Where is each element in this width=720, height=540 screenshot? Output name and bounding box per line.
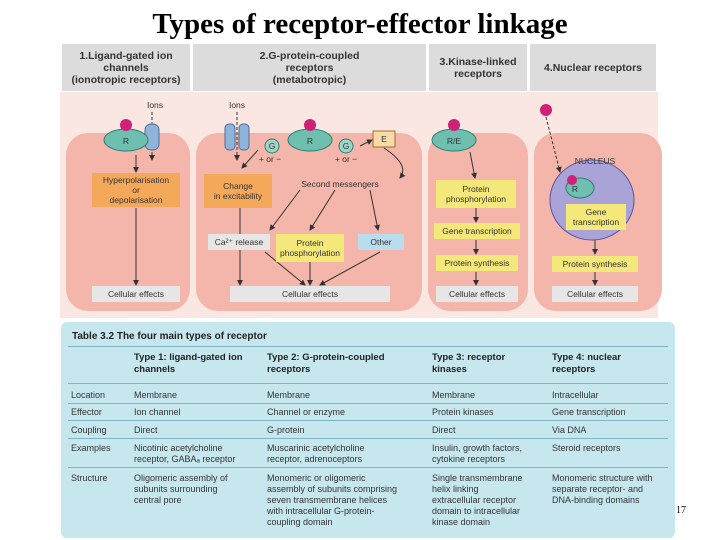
g-protein-label: G	[268, 141, 276, 151]
g-protein-icon	[264, 138, 280, 154]
table-cell: Membrane	[134, 390, 178, 400]
column-header-ligand-gated: 1.Ligand-gated ion channels (ionotropic …	[62, 44, 190, 91]
table-header-type1: Type 1: ligand-gated ion channels	[134, 352, 243, 375]
ca-release-box: Ca²⁺ release	[208, 234, 270, 250]
table-divider	[68, 420, 668, 421]
slide-title: Types of receptor-effector linkage	[152, 8, 568, 40]
table-cell: Nicotinic acetylcholine receptor, GABAₐ …	[134, 443, 236, 464]
receptor-label: R	[306, 136, 314, 146]
row-label-structure: Structure	[71, 473, 108, 483]
table-cell: Ion channel	[134, 407, 181, 417]
protein-phosphorylation-box: Protein phosphorylation	[276, 234, 344, 262]
table-cell: Channel or enzyme	[267, 407, 346, 417]
table-cell: Steroid receptors	[552, 443, 621, 453]
protein-synthesis-box: Protein synthesis	[436, 255, 518, 271]
ion-channel-icon	[238, 123, 250, 151]
table-cell: Insulin, growth factors, cytokine recept…	[432, 443, 523, 464]
ligand-icon	[540, 104, 552, 116]
effector-label: E	[381, 134, 387, 144]
cellular-effects-box: Cellular effects	[552, 286, 638, 302]
table-cell: Membrane	[432, 390, 476, 400]
g-protein-label: G	[342, 141, 350, 151]
ions-label: Ions	[228, 100, 246, 110]
ligand-icon	[567, 175, 577, 185]
receptor-label: R	[122, 136, 130, 146]
table-cell: Gene transcription	[552, 407, 626, 417]
table-header-type4: Type 4: nuclear receptors	[552, 352, 621, 375]
effector-icon	[372, 130, 396, 148]
row-label-effector: Effector	[71, 407, 102, 417]
protein-phosphorylation-box: Protein phosphorylation	[436, 180, 516, 208]
table-cell: Oligomeric assembly of subunits surround…	[134, 473, 228, 505]
g-protein-icon	[338, 138, 354, 154]
nucleus-label: NUCLEUS	[574, 156, 616, 166]
column-header-kinase-linked: 3.Kinase-linked receptors	[429, 44, 527, 91]
ions-label: Ions	[146, 100, 164, 110]
gene-transcription-box: Gene transcription	[434, 223, 520, 239]
page-number: 17	[676, 505, 686, 516]
table-cell: Direct	[432, 425, 456, 435]
table-divider	[68, 438, 668, 439]
table-divider	[68, 403, 668, 404]
table-cell: Single transmembrane helix linking extra…	[432, 473, 523, 527]
receptor-table	[61, 322, 675, 538]
cellular-effects-box: Cellular effects	[92, 286, 180, 302]
row-label-examples: Examples	[71, 443, 111, 453]
table-divider	[68, 467, 668, 468]
cell-ligand-gated	[66, 133, 190, 311]
other-box: Other	[358, 234, 404, 250]
hyperpolarisation-box: Hyperpolarisation or depolarisation	[92, 173, 180, 207]
table-cell: Intracellular	[552, 390, 599, 400]
protein-synthesis-box: Protein synthesis	[552, 256, 638, 272]
table-divider	[68, 383, 668, 384]
ligand-icon	[448, 119, 460, 131]
plus-or-minus-label: + or −	[258, 154, 282, 164]
row-label-location: Location	[71, 390, 106, 400]
plus-or-minus-label: + or −	[334, 154, 358, 164]
table-cell: Monomeric structure with separate recept…	[552, 473, 653, 505]
table-cell: Muscarinic acetylcholine receptor, adren…	[267, 443, 365, 464]
change-in-excitability-box: Change in excitability	[204, 174, 272, 208]
table-cell: Protein kinases	[432, 407, 494, 417]
column-header-g-protein: 2.G-protein-coupled receptors (metabotro…	[193, 44, 426, 91]
table-divider	[68, 346, 668, 347]
table-cell: G-protein	[267, 425, 305, 435]
receptor-label: R	[571, 184, 579, 194]
row-label-coupling: Coupling	[71, 425, 107, 435]
ion-channel-icon	[224, 123, 236, 151]
table-cell: Via DNA	[552, 425, 587, 435]
table-cell: Direct	[134, 425, 158, 435]
table-cell: Monomeric or oligomeric assembly of subu…	[267, 473, 398, 527]
second-messengers-label: Second messengers	[301, 179, 379, 189]
table-header-type3: Type 3: receptor kinases	[432, 352, 506, 375]
ligand-icon	[120, 119, 132, 131]
column-header-nuclear: 4.Nuclear receptors	[530, 44, 656, 91]
receptor-effector-label: R/E	[446, 136, 462, 146]
cellular-effects-box: Cellular effects	[436, 286, 518, 302]
table-cell: Membrane	[267, 390, 311, 400]
table-header-type2: Type 2: G-protein-coupled receptors	[267, 352, 385, 375]
ligand-icon	[304, 119, 316, 131]
cellular-effects-box: Cellular effects	[230, 286, 390, 302]
table-caption: Table 3.2 The four main types of recepto…	[72, 331, 267, 342]
gene-transcription-box: Gene transcription	[566, 204, 626, 230]
